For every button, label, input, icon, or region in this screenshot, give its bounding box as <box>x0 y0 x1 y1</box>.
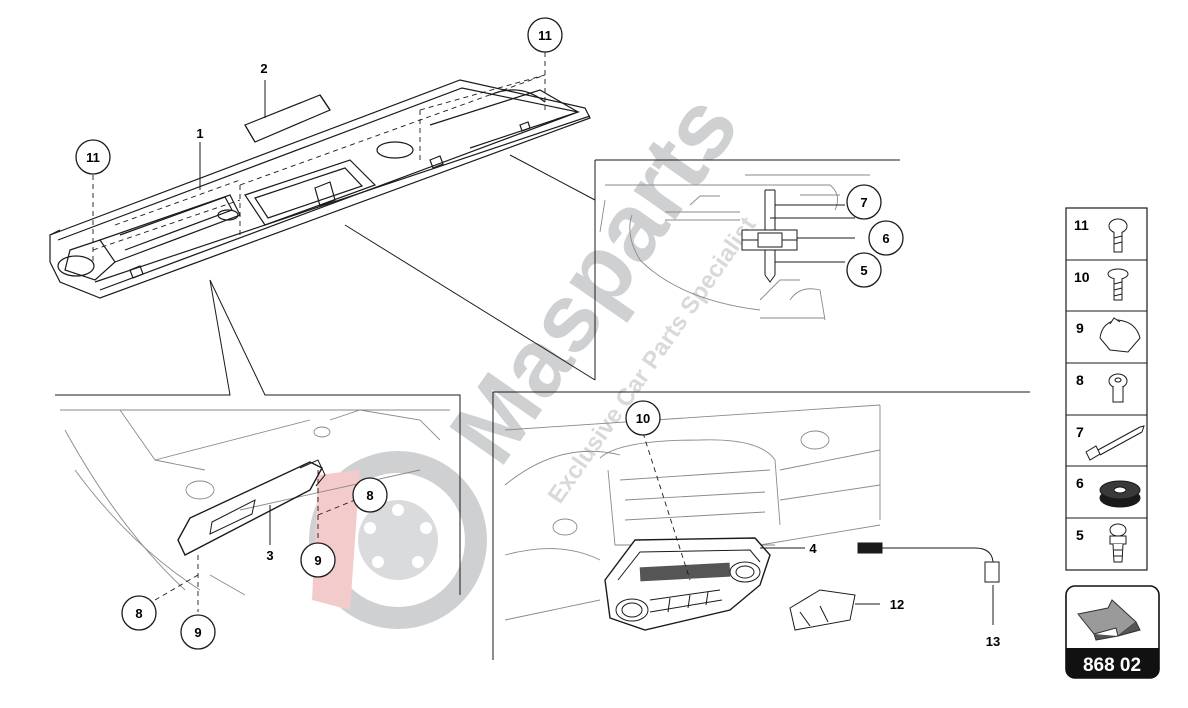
bolt-round-head-icon <box>1108 218 1128 253</box>
legend-num-11: 11 <box>1074 217 1089 233</box>
detail-clip <box>344 154 900 381</box>
callout-13: 13 <box>986 634 1000 649</box>
light-dashes <box>642 432 691 581</box>
legend-num-7: 7 <box>1076 424 1084 440</box>
callout-circle-5: 5 <box>846 252 882 288</box>
torx-screw-icon <box>1108 373 1128 403</box>
callout-2: 2 <box>260 61 267 76</box>
headliner-dashes <box>92 52 546 262</box>
legend-num-8: 8 <box>1076 372 1084 388</box>
callout-circle-8a: 8 <box>352 477 388 513</box>
callout-1: 1 <box>196 126 203 141</box>
legend-row-6: 6 <box>1076 475 1141 508</box>
leaders-top <box>199 80 266 190</box>
page-code-box: 868 02 <box>1065 585 1160 679</box>
legend-row-7: 7 <box>1076 424 1145 461</box>
detail-visor <box>55 279 461 596</box>
callout-12: 12 <box>890 597 904 612</box>
callout-circle-10: 10 <box>625 400 661 436</box>
headliner-panel <box>49 79 591 299</box>
callouts: 1 2 3 4 12 13 11 11 7 6 5 8 <box>75 17 1000 650</box>
legend-num-6: 6 <box>1076 475 1084 491</box>
callout-9b: 9 <box>194 625 201 640</box>
callout-8a: 8 <box>366 488 373 503</box>
callout-7: 7 <box>860 195 867 210</box>
watermark: Masparts Exclusive Car Parts Specialist <box>309 75 762 629</box>
leaders-light <box>760 547 994 625</box>
legend-row-5: 5 <box>1076 523 1127 563</box>
legend-row-9: 9 <box>1076 317 1141 353</box>
callout-circle-11a: 11 <box>527 17 563 53</box>
callout-11a: 11 <box>538 28 552 43</box>
detail-light <box>492 391 1030 660</box>
legend-row-8: 8 <box>1076 372 1128 403</box>
navigation-arrow-icon <box>1077 599 1141 641</box>
threaded-nut-icon <box>1099 480 1141 508</box>
callout-5: 5 <box>860 263 867 278</box>
callout-circle-6: 6 <box>868 220 904 256</box>
legend-row-10: 10 <box>1074 268 1129 301</box>
rivet-icon <box>1085 425 1145 461</box>
callout-11b: 11 <box>86 150 100 165</box>
callout-circle-7: 7 <box>846 184 882 220</box>
foam-block <box>244 94 331 143</box>
callout-6: 6 <box>882 231 889 246</box>
screw-flange-icon <box>1107 268 1129 301</box>
callout-circle-8b: 8 <box>121 595 157 631</box>
legend-num-10: 10 <box>1074 269 1090 285</box>
callout-3: 3 <box>266 548 273 563</box>
legend-row-11: 11 <box>1074 217 1128 253</box>
legend-num-5: 5 <box>1076 527 1084 543</box>
parts-legend: 11 10 9 8 <box>1065 207 1148 571</box>
page-code: 868 02 <box>1083 655 1141 676</box>
legend-num-9: 9 <box>1076 320 1084 336</box>
cap-cover-icon <box>1099 317 1141 353</box>
callout-circle-11b: 11 <box>75 139 111 175</box>
callout-circle-9b: 9 <box>180 614 216 650</box>
callout-4: 4 <box>809 541 817 556</box>
callout-10: 10 <box>636 411 650 426</box>
visor-dashes <box>154 470 356 612</box>
expanding-clip-icon <box>1109 523 1127 563</box>
callout-8b: 8 <box>135 606 142 621</box>
callout-circle-9a: 9 <box>300 542 336 578</box>
callout-9a: 9 <box>314 553 321 568</box>
